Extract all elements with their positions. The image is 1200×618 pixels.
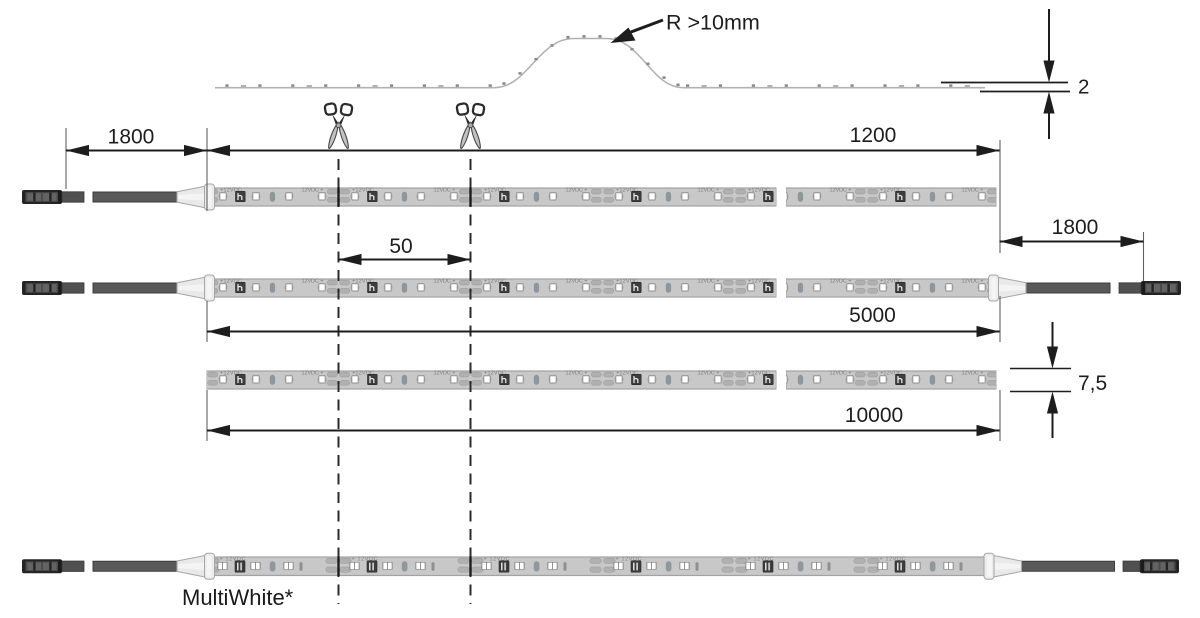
- svg-text:2: 2: [1078, 76, 1089, 99]
- svg-text:1800: 1800: [1052, 216, 1099, 239]
- svg-text:10000: 10000: [845, 404, 903, 427]
- svg-text:1800: 1800: [108, 126, 155, 149]
- svg-text:5000: 5000: [849, 304, 896, 327]
- svg-text:50: 50: [389, 235, 412, 258]
- svg-text:MultiWhite*: MultiWhite*: [182, 585, 294, 610]
- svg-text:R >10mm: R >10mm: [666, 11, 760, 35]
- svg-text:1200: 1200: [850, 124, 897, 147]
- svg-text:7,5: 7,5: [1078, 372, 1107, 395]
